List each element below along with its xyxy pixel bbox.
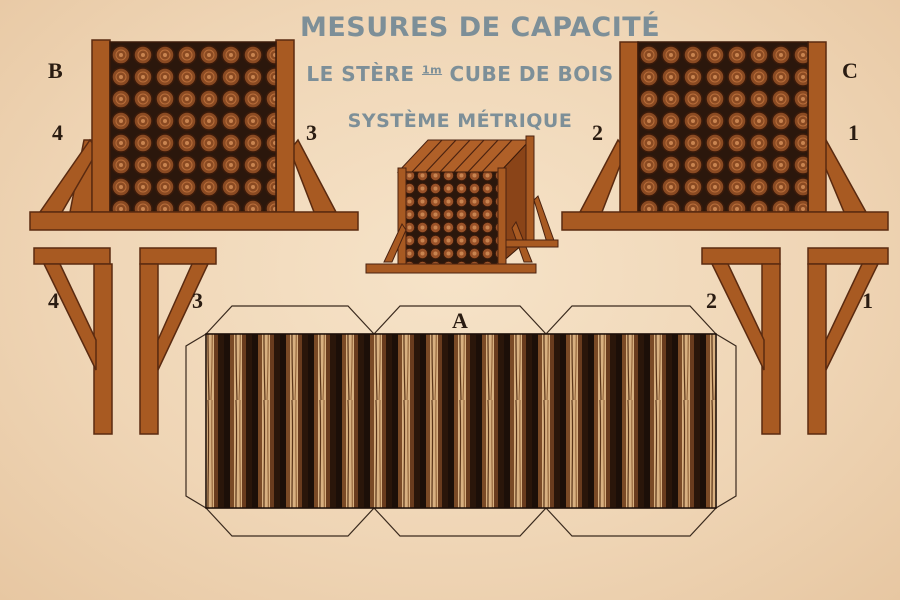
bracket-1 bbox=[807, 247, 889, 435]
bracket-2 bbox=[701, 247, 781, 435]
brace-right bbox=[289, 138, 338, 213]
brace-left bbox=[578, 138, 627, 213]
stand-b bbox=[29, 39, 359, 231]
assembled-cube bbox=[365, 135, 559, 274]
label-c: C bbox=[842, 58, 858, 83]
cube-base bbox=[365, 263, 537, 274]
cube-logs bbox=[403, 171, 501, 265]
post-right bbox=[807, 41, 827, 213]
num-left-top-3: 3 bbox=[306, 120, 317, 145]
title-stere: LE STÈRE bbox=[306, 62, 415, 86]
stand-c bbox=[561, 41, 889, 231]
title-unit: 1m bbox=[421, 63, 443, 77]
num-left-bottom-4: 4 bbox=[48, 288, 59, 313]
post-left bbox=[91, 39, 111, 213]
base-plank bbox=[561, 211, 889, 231]
label-b: B bbox=[48, 58, 63, 83]
bark-face bbox=[205, 333, 717, 509]
num-right-top-2: 2 bbox=[592, 120, 603, 145]
title-line-3: SYSTÈME MÉTRIQUE bbox=[347, 110, 573, 132]
title-line-1: MESURES DE CAPACITÉ bbox=[300, 12, 661, 43]
bracket-3 bbox=[139, 247, 217, 435]
bracket-4 bbox=[33, 247, 113, 435]
panel-a bbox=[185, 305, 737, 537]
num-right-top-1: 1 bbox=[848, 120, 859, 145]
num-right-bottom-2: 2 bbox=[706, 288, 717, 313]
base-plank bbox=[29, 211, 359, 231]
log-stack bbox=[109, 41, 277, 213]
title-line-2: LE STÈRE 1m CUBE DE BOIS bbox=[300, 62, 620, 86]
label-a: A bbox=[452, 308, 468, 333]
post-right bbox=[275, 39, 295, 213]
num-right-bottom-1: 1 bbox=[862, 288, 873, 313]
num-left-bottom-3: 3 bbox=[192, 288, 203, 313]
log-stack bbox=[637, 41, 809, 213]
title-cube: CUBE DE BOIS bbox=[449, 62, 614, 86]
num-left-top-4: 4 bbox=[52, 120, 63, 145]
post-left bbox=[619, 41, 639, 213]
